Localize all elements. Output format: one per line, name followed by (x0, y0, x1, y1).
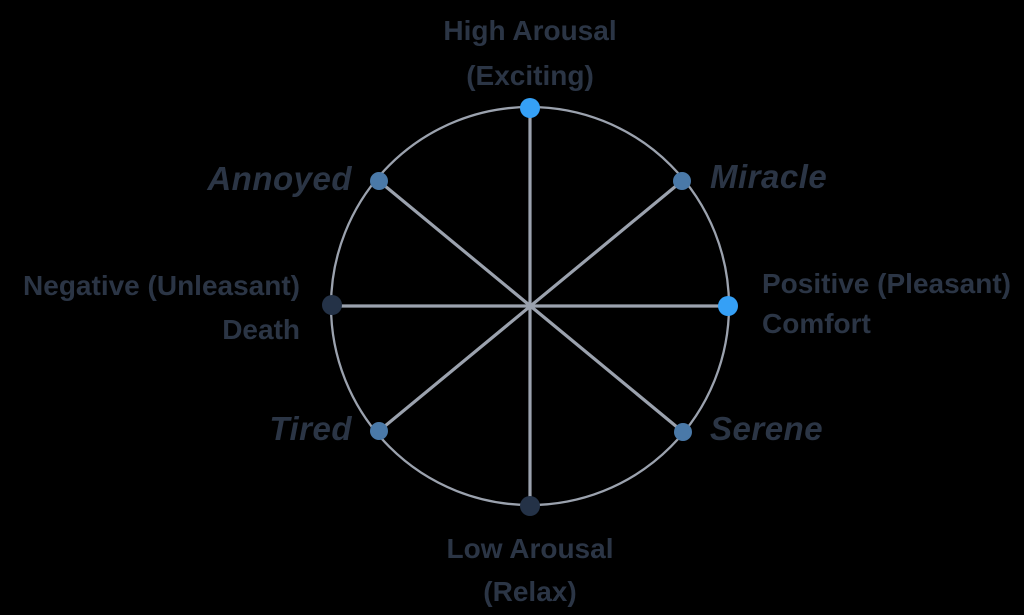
miracle-label: Miracle (710, 158, 828, 195)
node-miracle-dot (673, 172, 691, 190)
diagonal-line-miracle-tired (377, 179, 684, 433)
tired-label: Tired (269, 410, 352, 447)
serene-label: Serene (710, 410, 824, 447)
negative-label-line2: Death (222, 314, 300, 345)
low-arousal-label-line1: Low Arousal (446, 533, 614, 564)
low-arousal-label: Low Arousal (Relax) (447, 527, 614, 613)
node-annoyed-dot (370, 172, 388, 190)
node-positive-dot (718, 296, 738, 316)
node-high-arousal-dot (520, 98, 540, 118)
high-arousal-label: High Arousal (Exciting) (443, 8, 616, 98)
high-arousal-label-line2: (Exciting) (466, 60, 594, 91)
node-negative-dot (322, 295, 342, 315)
node-low-arousal-dot (520, 496, 540, 516)
negative-label: Negative (Unleasant) Death (23, 264, 300, 352)
positive-label-line1: Positive (Pleasant) (762, 268, 1011, 299)
annoyed-label: Annoyed (207, 160, 352, 197)
positive-label-line2: Comfort (762, 308, 871, 339)
node-tired-dot (370, 422, 388, 440)
node-serene-dot (674, 423, 692, 441)
low-arousal-label-line2: (Relax) (483, 576, 577, 607)
negative-label-line1: Negative (Unleasant) (23, 270, 300, 301)
high-arousal-label-line1: High Arousal (443, 15, 617, 46)
positive-label: Positive (Pleasant) Comfort (762, 264, 1011, 344)
